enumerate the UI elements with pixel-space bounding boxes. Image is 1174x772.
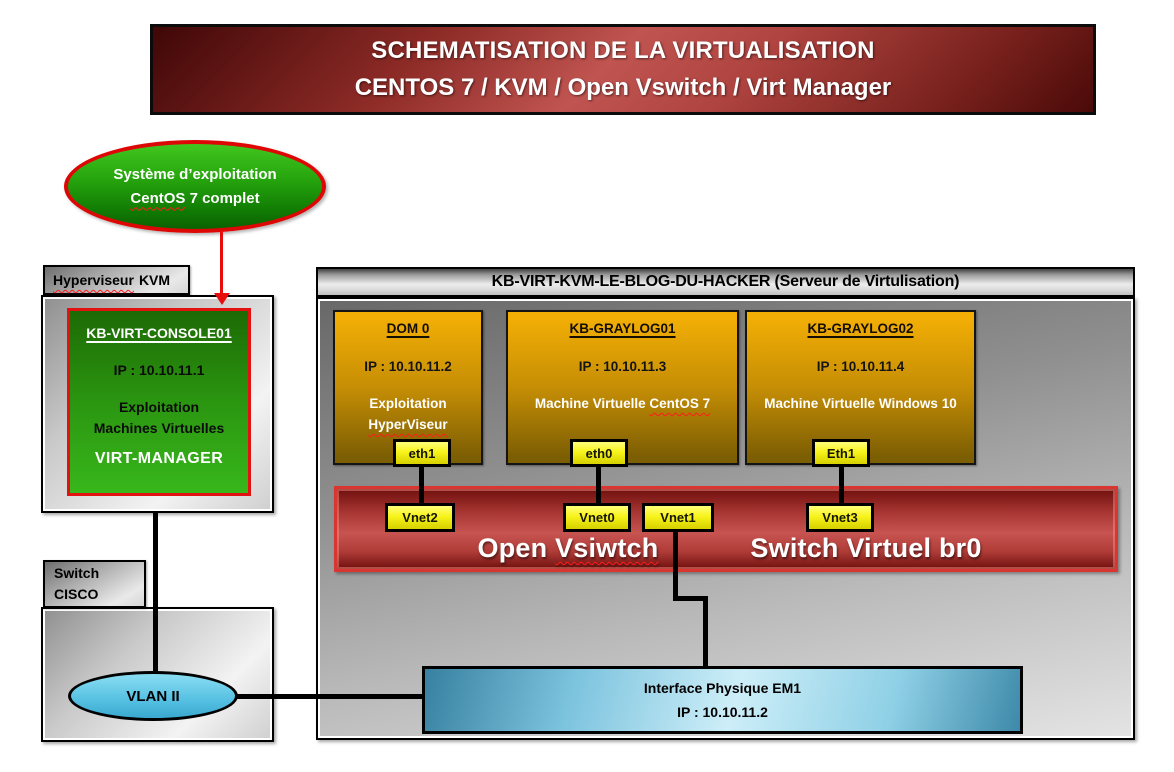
vm-dom0-desc-1: Exploitation [369, 396, 447, 411]
vm-graylog01-ip: IP : 10.10.11.3 [578, 359, 667, 374]
connector-vnet1-segment-3 [703, 596, 708, 668]
connector-eth0-to-vnet0 [596, 455, 601, 507]
os-bubble-line2: CentOS 7 complet [130, 187, 259, 211]
os-bubble-line2-rest: 7 complet [189, 189, 260, 207]
cisco-switch-label: Switch CISCO [43, 560, 146, 608]
vm-graylog02-desc: Machine Virtuelle Windows 10 [764, 396, 957, 411]
console-role-2: Machines Virtuelles [93, 420, 225, 436]
console-role-1: Exploitation [118, 399, 200, 415]
os-bubble-line1: Système d’exploitation [113, 165, 277, 183]
connector-hypervisor-to-vlan [153, 512, 158, 694]
console-app: VIRT-MANAGER [94, 450, 224, 467]
arrow-os-to-console-line [220, 231, 223, 295]
port-vnet2: Vnet2 [385, 503, 455, 532]
hypervisor-label-kvm: KVM [138, 272, 171, 288]
open-vswitch-label-word: Vsiwtch [555, 533, 659, 563]
vm-graylog02-name: KB-GRAYLOG02 [807, 321, 914, 336]
open-vswitch-bar [334, 486, 1118, 572]
nic-eth1-dom0: eth1 [393, 439, 451, 467]
connector-vnet1-segment-2 [673, 596, 708, 601]
os-bubble-line2-word: CentOS [130, 189, 186, 207]
hypervisor-kvm-label: Hyperviseur KVM [43, 265, 190, 295]
nic-eth0-graylog01: eth0 [570, 439, 628, 467]
console-vm-box: KB-VIRT-CONSOLE01 IP : 10.10.11.1 Exploi… [67, 308, 251, 496]
cisco-switch-label-line1: Switch [54, 565, 100, 581]
port-vnet3: Vnet3 [806, 503, 874, 532]
vlan-ellipse: VLAN II [68, 671, 238, 721]
cisco-switch-label-line2: CISCO [54, 586, 99, 602]
physical-interface-box: Interface Physique EM1 IP : 10.10.11.2 [422, 666, 1023, 734]
vm-graylog01-desc-a: Machine Virtuelle [534, 396, 646, 411]
hypervisor-label-word: Hyperviseur [53, 272, 134, 288]
physical-interface-line1: Interface Physique EM1 [643, 680, 802, 696]
vm-dom0-name: DOM 0 [386, 321, 430, 336]
open-vswitch-label-prefix: Open [477, 533, 548, 563]
connector-eth1-to-vnet2 [419, 455, 424, 507]
console-ip: IP : 10.10.11.1 [113, 362, 205, 378]
title-banner: SCHEMATISATION DE LA VIRTUALISATION CENT… [150, 24, 1096, 115]
server-title: KB-VIRT-KVM-LE-BLOG-DU-HACKER (Serveur d… [491, 273, 960, 290]
connector-eth1b-to-vnet3 [839, 455, 844, 507]
port-vnet1: Vnet1 [642, 503, 714, 532]
vm-graylog02-ip: IP : 10.10.11.4 [816, 359, 905, 374]
server-title-bar: KB-VIRT-KVM-LE-BLOG-DU-HACKER (Serveur d… [316, 267, 1135, 297]
os-bubble: Système d’exploitation CentOS 7 complet [64, 140, 326, 233]
vm-graylog01-name: KB-GRAYLOG01 [569, 321, 676, 336]
title-line-2: CENTOS 7 / KVM / Open Vswitch / Virt Man… [354, 74, 892, 102]
arrow-os-to-console-head [214, 293, 230, 305]
nic-eth1-graylog02: Eth1 [812, 439, 870, 467]
vm-dom0-ip: IP : 10.10.11.2 [364, 359, 452, 374]
switch-virtuel-br0-label: Switch Virtuel br0 [750, 533, 982, 563]
physical-interface-line2: IP : 10.10.11.2 [677, 704, 768, 720]
port-vnet0: Vnet0 [563, 503, 631, 532]
vm-graylog01-desc-b: CentOS 7 [649, 396, 711, 411]
title-line-1: SCHEMATISATION DE LA VIRTUALISATION [371, 36, 875, 64]
vm-graylog01-desc: Machine Virtuelle CentOS 7 [535, 396, 710, 411]
console-title: KB-VIRT-CONSOLE01 [86, 325, 232, 341]
connector-vlan-to-interface [230, 694, 425, 699]
vm-dom0-desc-2: HyperViseur [368, 417, 448, 432]
open-vswitch-label: Open Vsiwtch [478, 533, 659, 564]
connector-vnet1-segment-1 [673, 528, 678, 601]
